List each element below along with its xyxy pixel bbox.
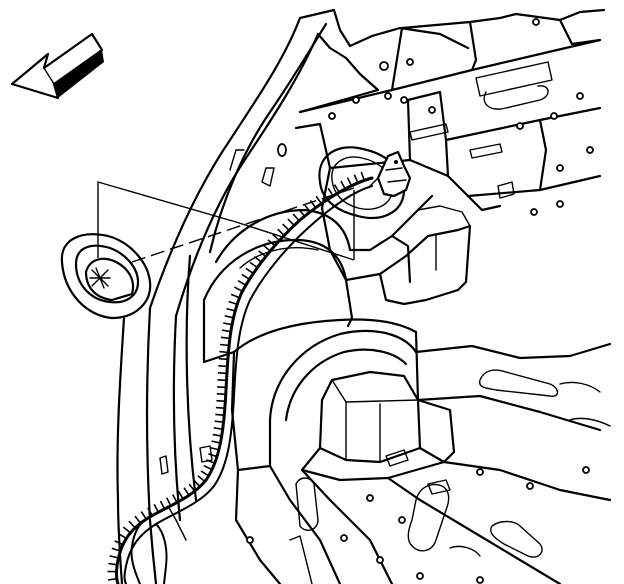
harness-rib (298, 208, 306, 218)
harness-rib (212, 433, 223, 437)
harness-rib (287, 218, 296, 227)
harness-rib (147, 507, 154, 517)
harness-rib (333, 184, 341, 194)
harness-rib (183, 487, 191, 497)
harness-rib (197, 475, 207, 483)
harness-rib (228, 300, 239, 306)
harness-rib (353, 174, 360, 185)
harness-rib (177, 490, 185, 501)
harness-corrugation-ribs (107, 171, 366, 581)
harness-rib (292, 213, 301, 223)
harness-rib (108, 562, 119, 566)
harness-rib (223, 322, 234, 326)
harness-rib (230, 293, 241, 299)
grommet-star-icon (89, 267, 111, 289)
quarter-trim-pillar (116, 254, 213, 584)
harness-rib (114, 540, 125, 546)
grommet-detail-callout (60, 233, 152, 320)
harness-rib (272, 233, 281, 242)
harness-rib (211, 440, 222, 444)
harness-rib (203, 464, 214, 471)
harness-rib (309, 200, 317, 209)
harness-rib (118, 533, 128, 540)
harness-rib (262, 244, 272, 253)
harness-rib (282, 223, 291, 232)
harness-connector-bracket (369, 150, 412, 198)
detail-leader-lines (97, 181, 361, 263)
harness-rib (258, 250, 268, 258)
harness-rib (249, 261, 259, 269)
harness-rib (208, 453, 219, 458)
harness-rib (220, 343, 231, 347)
harness-rib (215, 406, 226, 410)
harness-rib (221, 329, 233, 333)
harness-rib (224, 315, 235, 319)
rear-wheelhouse (202, 194, 472, 472)
harness-rib (303, 204, 312, 214)
harness-rib (217, 379, 228, 382)
harness-rib (200, 470, 211, 477)
harness-rib (219, 350, 230, 354)
quarter-panel-inner (148, 8, 470, 318)
rear-floor-pan (234, 342, 612, 584)
harness-rib (253, 255, 263, 264)
harness-rib (188, 483, 196, 493)
corrugated-wire-harness (107, 171, 374, 584)
harness-rib (315, 195, 323, 205)
harness-rib (111, 547, 122, 553)
harness-rib (109, 555, 120, 559)
harness-rib (171, 494, 179, 504)
harness-rib (217, 372, 228, 375)
harness-rib (237, 280, 248, 287)
harness-rib (215, 413, 226, 417)
harness-rib (217, 386, 228, 389)
harness-rib (267, 239, 277, 248)
harness-rib (245, 267, 255, 275)
harness-rib (128, 520, 137, 530)
harness-rib (216, 399, 227, 403)
harness-rib (321, 191, 329, 202)
harness-rib (360, 171, 366, 182)
harness-rib (346, 177, 353, 188)
harness-rib (206, 459, 216, 465)
harness-rib (107, 577, 118, 581)
harness-rib (220, 336, 232, 340)
harness-rib (218, 365, 229, 368)
harness-rib (340, 180, 347, 191)
harness-rib (234, 286, 244, 293)
harness-rib (209, 446, 220, 451)
harness-rib (218, 357, 229, 361)
harness-rib (134, 515, 142, 525)
harness-rib (214, 420, 225, 424)
harness-rib (277, 228, 286, 237)
floor-box-block (300, 370, 456, 482)
harness-rib (122, 526, 132, 535)
harness-rib (327, 187, 335, 198)
front-direction-arrow-icon (10, 32, 104, 100)
harness-rib (226, 307, 237, 312)
harness-rib (159, 500, 166, 511)
harness-rib (216, 393, 227, 396)
harness-rib (153, 503, 160, 514)
harness-rib (193, 479, 202, 488)
harness-rib (213, 427, 224, 431)
harness-rib (165, 497, 173, 508)
harness-rib (241, 273, 251, 281)
